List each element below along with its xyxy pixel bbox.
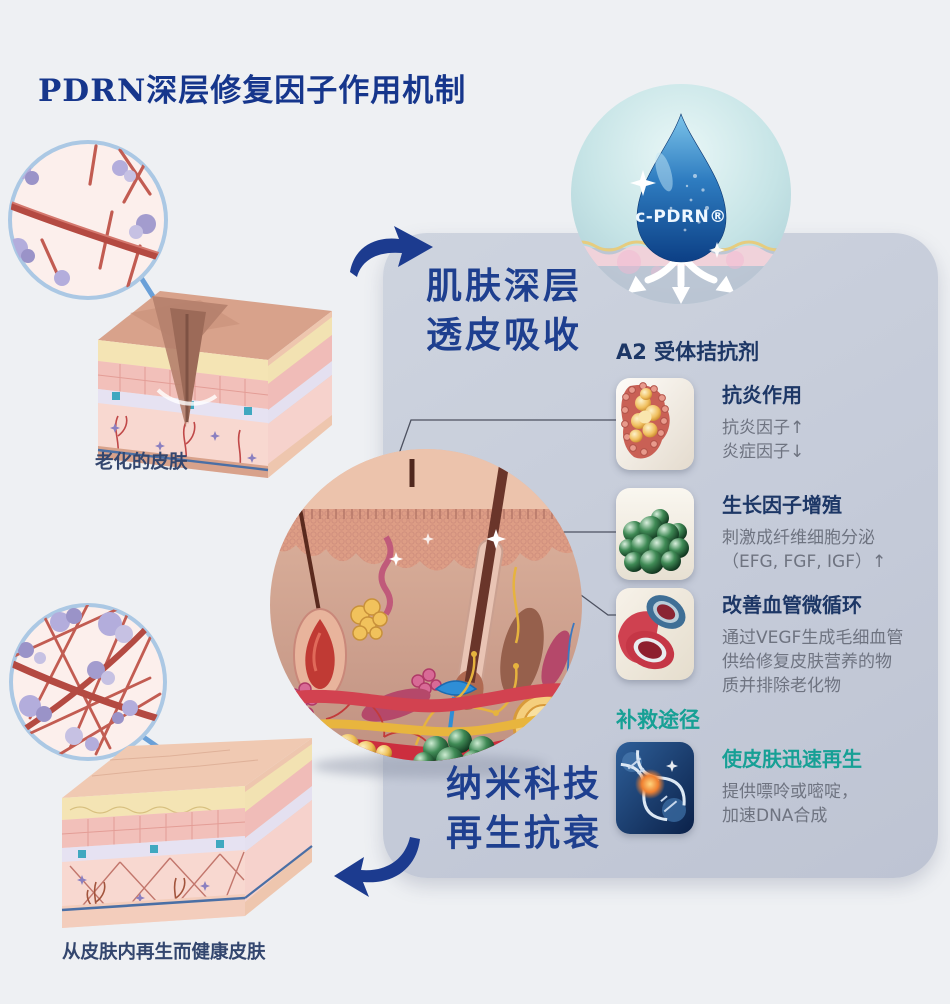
item-line: 炎症因子↓ (722, 442, 805, 462)
item-title: 生长因子增殖 (722, 493, 842, 517)
sebaceous-gland-icon (350, 598, 388, 641)
salvage-heading: 补救途径 (616, 708, 700, 732)
absorb-caption-line1: 肌肤深层 (426, 265, 583, 307)
panel-row-anti-inflammatory: 抗炎作用 抗炎因子↑ 炎症因子↓ (616, 378, 804, 470)
item-title: 改善血管微循环 (722, 593, 862, 617)
aged-skin-block (97, 291, 332, 478)
absorption-arrowheads (627, 275, 735, 304)
dna-icon (616, 742, 694, 834)
item-title: 抗炎作用 (722, 383, 802, 407)
logo-label: c-PDRN® (635, 207, 727, 227)
dna-regeneration-text: 使皮肤迅速再生 提供嘌呤或嘧啶， 加速DNA合成 (722, 742, 862, 834)
inflammation-icon (616, 378, 694, 470)
item-line: 抗炎因子↑ (722, 418, 805, 438)
absorb-caption: 肌肤深层 透皮吸收 (426, 262, 582, 360)
item-title: 使皮肤迅速再生 (722, 747, 862, 771)
c-pdrn-logo: c-PDRN® (567, 80, 795, 308)
item-line: 供给修复皮肤营养的物 (722, 652, 892, 672)
item-line: （EFG, FGF, IGF）↑ (722, 552, 887, 572)
skin-anatomy-circle (268, 447, 584, 763)
item-line: 质并排除老化物 (722, 676, 841, 696)
page-title: PDRN深层修复因子作用机制 (38, 72, 467, 109)
healthy-skin-block (61, 738, 313, 928)
microcirculation-text: 改善血管微循环 通过VEGF生成毛细血管 供给修复皮肤营养的物 质并排除老化物 (722, 588, 903, 698)
sparkle-icon (666, 760, 678, 772)
blood-vessel-icon (616, 588, 694, 680)
receptor-icon (434, 680, 478, 696)
healthy-skin-caption: 从皮肤内再生而健康皮肤 (62, 942, 266, 963)
item-line: 刺激成纤维细胞分泌 (722, 528, 875, 548)
sparkle-icon (389, 529, 506, 566)
nano-caption-line1: 纳米科技 (446, 763, 603, 805)
nano-caption-line2: 再生抗衰 (446, 812, 603, 854)
healthy-skin-illustration (0, 598, 340, 946)
absorb-caption-line2: 透皮吸收 (426, 314, 583, 356)
growth-factor-text: 生长因子增殖 刺激成纤维细胞分泌 （EFG, FGF, IGF）↑ (722, 488, 886, 580)
aged-skin-illustration (0, 128, 340, 480)
nano-caption: 纳米科技 再生抗衰 (446, 760, 602, 858)
sparkle-icon (630, 170, 656, 196)
panel-row-dna-regeneration: 使皮肤迅速再生 提供嘌呤或嘧啶， 加速DNA合成 (616, 742, 862, 834)
item-line: 加速DNA合成 (722, 806, 828, 826)
receptor-heading: A2 受体拮抗剂 (616, 340, 760, 364)
item-line: 提供嘌呤或嘧啶， (722, 782, 858, 802)
anti-inflammatory-text: 抗炎作用 抗炎因子↑ 炎症因子↓ (722, 378, 804, 470)
panel-row-microcirculation: 改善血管微循环 通过VEGF生成毛细血管 供给修复皮肤营养的物 质并排除老化物 (616, 588, 903, 698)
water-drop-icon: c-PDRN® (571, 84, 791, 304)
aged-skin-caption: 老化的皮肤 (95, 452, 188, 473)
healthy-cells (18, 608, 138, 751)
item-line: 通过VEGF生成毛细血管 (722, 628, 904, 648)
growth-factor-icon (616, 488, 694, 580)
panel-row-growth-factor: 生长因子增殖 刺激成纤维细胞分泌 （EFG, FGF, IGF）↑ (616, 488, 886, 580)
